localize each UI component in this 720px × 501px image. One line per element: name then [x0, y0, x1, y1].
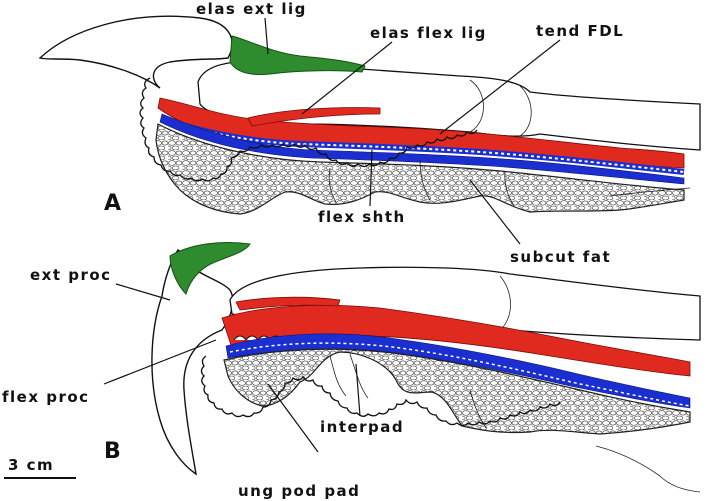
elas-flex-ligament-a: [247, 107, 381, 127]
flexor-sheath-blue-b: [225, 333, 691, 409]
label-ung-pod-pad: ung pod pad: [238, 482, 360, 500]
label-interpad: interpad: [320, 418, 404, 436]
label-ext-proc: ext proc: [30, 266, 112, 284]
panel-letter-a: A: [104, 191, 121, 216]
panel-b: B: [104, 242, 701, 493]
fat-pad-b: [223, 348, 691, 435]
panel-a: A: [38, 15, 701, 216]
panel-letter-b: B: [104, 439, 121, 464]
elas-ext-ligament-a: [229, 35, 366, 75]
label-subcut-fat: subcut fat: [510, 248, 611, 266]
label-flex-proc: flex proc: [2, 388, 90, 406]
claw-b: [151, 249, 234, 476]
skin-outline-b: [200, 355, 561, 427]
scale-bar: 3 cm: [4, 456, 76, 479]
flexor-sheath-blue-a: [159, 113, 685, 185]
labels: elas ext lig elas flex lig tend FDL flex…: [2, 0, 624, 500]
claw-a: [38, 15, 233, 89]
label-elas-ext-lig: elas ext lig: [196, 0, 307, 18]
skin-outline-a: [139, 77, 478, 182]
leader-lines: [103, 17, 561, 453]
elas-flex-ligament-b: [235, 296, 341, 311]
scale-bar-label: 3 cm: [8, 456, 54, 474]
elas-ext-ligament-b: [169, 242, 251, 295]
label-tend-fdl: tend FDL: [536, 22, 624, 40]
label-flex-shth: flex shth: [318, 208, 406, 226]
label-elas-flex-lig: elas flex lig: [370, 24, 487, 42]
